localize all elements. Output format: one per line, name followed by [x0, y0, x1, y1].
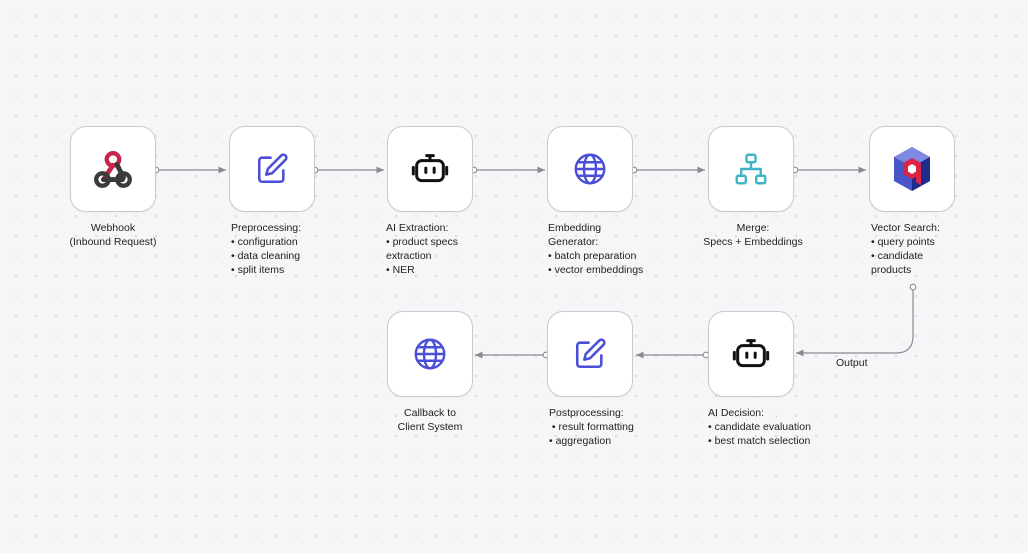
- edge-webhook-preprocessing[interactable]: [152, 166, 226, 174]
- node-preprocessing[interactable]: [229, 126, 315, 212]
- label-line: • query points: [871, 236, 935, 248]
- label-line: Client System: [397, 421, 463, 433]
- label-line: AI Decision:: [708, 407, 765, 419]
- label-vector-search: Vector Search: • query points • candidat…: [871, 221, 940, 277]
- label-line: (Inbound Request): [69, 236, 157, 248]
- label-line: AI Extraction:: [386, 222, 449, 234]
- globe-icon: [574, 153, 606, 185]
- label-line: • product specs: [386, 236, 458, 248]
- label-webhook: Webhook (Inbound Request): [40, 221, 186, 249]
- node-merge[interactable]: [708, 126, 794, 212]
- edge-merge-vector-search[interactable]: [791, 166, 866, 174]
- node-ai-extraction[interactable]: [387, 126, 473, 212]
- label-line: products: [871, 264, 912, 276]
- node-ai-decision[interactable]: [708, 311, 794, 397]
- robot-icon: [732, 339, 770, 368]
- node-webhook[interactable]: [70, 126, 156, 212]
- label-line: • aggregation: [549, 435, 612, 447]
- label-line: • batch preparation: [548, 250, 637, 262]
- label-line: Postprocessing:: [549, 407, 624, 419]
- qdrant-logo-icon: [894, 147, 930, 191]
- pencil-edit-icon: [575, 338, 606, 369]
- label-line: • candidate evaluation: [708, 421, 811, 433]
- label-line: extraction: [386, 250, 432, 262]
- label-line: Webhook: [90, 222, 136, 234]
- label-preprocessing: Preprocessing: • configuration • data cl…: [231, 221, 301, 277]
- edge-label-output: Output: [836, 357, 868, 369]
- label-line: Vector Search:: [871, 222, 940, 234]
- label-line: Specs + Embeddings: [703, 236, 803, 248]
- label-ai-extraction: AI Extraction: • product specs extractio…: [386, 221, 458, 277]
- merge-tree-icon: [735, 153, 767, 185]
- pencil-edit-icon: [257, 153, 288, 184]
- label-line: Generator:: [548, 236, 599, 248]
- node-postprocessing[interactable]: [547, 311, 633, 397]
- edge-embedding-merge[interactable]: [630, 166, 705, 174]
- label-line: • result formatting: [549, 421, 634, 433]
- globe-icon: [414, 338, 446, 370]
- label-callback: Callback to Client System: [357, 406, 503, 434]
- label-ai-decision: AI Decision: • candidate evaluation • be…: [708, 406, 811, 448]
- webhook-icon: [94, 151, 132, 188]
- label-line: • NER: [386, 264, 415, 276]
- label-postprocessing: Postprocessing: • result formatting • ag…: [549, 406, 634, 448]
- label-line: • candidate: [871, 250, 924, 262]
- node-embedding-generator[interactable]: [547, 126, 633, 212]
- edge-postprocessing-callback[interactable]: [475, 351, 550, 359]
- label-line: Merge:: [736, 222, 770, 234]
- label-line: • data cleaning: [231, 250, 301, 262]
- label-embedding-generator: Embedding Generator: • batch preparation…: [548, 221, 643, 277]
- edge-ai-extraction-embedding[interactable]: [470, 166, 545, 174]
- node-vector-search[interactable]: [869, 126, 955, 212]
- label-line: • best match selection: [708, 435, 811, 447]
- label-line: • split items: [231, 264, 285, 276]
- node-callback[interactable]: [387, 311, 473, 397]
- edge-preprocessing-ai-extraction[interactable]: [311, 166, 384, 174]
- label-merge: Merge: Specs + Embeddings: [680, 221, 826, 249]
- label-line: Embedding: [548, 222, 602, 234]
- label-line: Callback to: [404, 407, 456, 419]
- robot-icon: [411, 154, 449, 183]
- label-line: • configuration: [231, 236, 298, 248]
- edge-ai-decision-postprocessing[interactable]: [636, 351, 710, 359]
- label-line: • vector embeddings: [548, 264, 644, 276]
- edge-vector-search-ai-decision[interactable]: [796, 283, 917, 357]
- label-line: Preprocessing:: [231, 222, 302, 234]
